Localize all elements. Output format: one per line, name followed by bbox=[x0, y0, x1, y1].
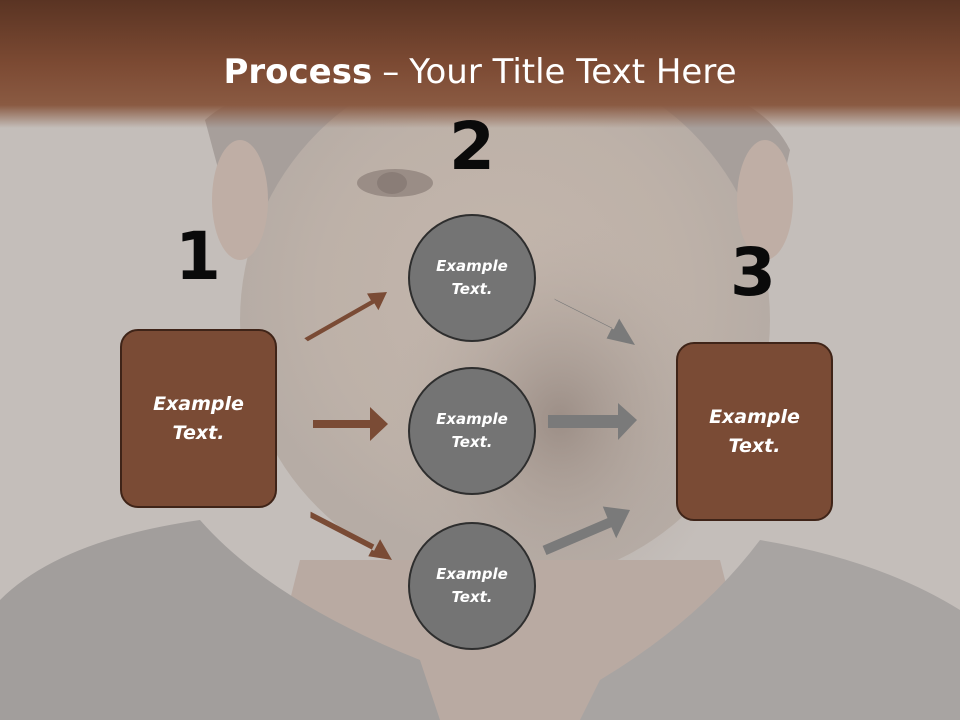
arrow-circle-middle-to-box3 bbox=[548, 403, 637, 440]
step-number-2: 2 bbox=[449, 108, 495, 185]
circle-bottom-label: Example Text. bbox=[436, 565, 508, 606]
arrow-shape bbox=[553, 298, 635, 345]
step-number-1: 1 bbox=[175, 218, 221, 295]
arrow-shape bbox=[304, 292, 387, 342]
arrow-box1-to-circle-bottom bbox=[310, 511, 392, 560]
arrow-shape bbox=[548, 403, 637, 440]
arrow-shape bbox=[542, 506, 630, 555]
circle-middle-label: Example Text. bbox=[436, 410, 508, 451]
step-2-circle-middle: Example Text. bbox=[408, 367, 536, 495]
title-dash: – bbox=[382, 52, 400, 92]
step-3-label: Example Text. bbox=[709, 405, 800, 457]
step-3-box: Example Text. bbox=[676, 342, 833, 521]
step-number-3: 3 bbox=[730, 234, 776, 311]
slide-title: Process–Your Title Text Here bbox=[0, 52, 960, 92]
step-1-box: Example Text. bbox=[120, 329, 277, 508]
arrow-shape bbox=[313, 407, 388, 441]
title-bold-text: Process bbox=[223, 52, 373, 92]
circle-top-label: Example Text. bbox=[436, 257, 508, 298]
arrow-shape bbox=[310, 511, 392, 560]
arrow-box1-to-circle-middle bbox=[313, 407, 388, 441]
title-bar bbox=[0, 0, 960, 128]
step-2-circle-bottom: Example Text. bbox=[408, 522, 536, 650]
arrow-circle-bottom-to-box3 bbox=[542, 506, 630, 555]
arrow-box1-to-circle-top bbox=[304, 292, 387, 342]
step-1-label: Example Text. bbox=[153, 392, 244, 444]
title-text: Your Title Text Here bbox=[409, 52, 737, 92]
arrow-circle-top-to-box3 bbox=[553, 298, 635, 345]
step-2-circle-top: Example Text. bbox=[408, 214, 536, 342]
